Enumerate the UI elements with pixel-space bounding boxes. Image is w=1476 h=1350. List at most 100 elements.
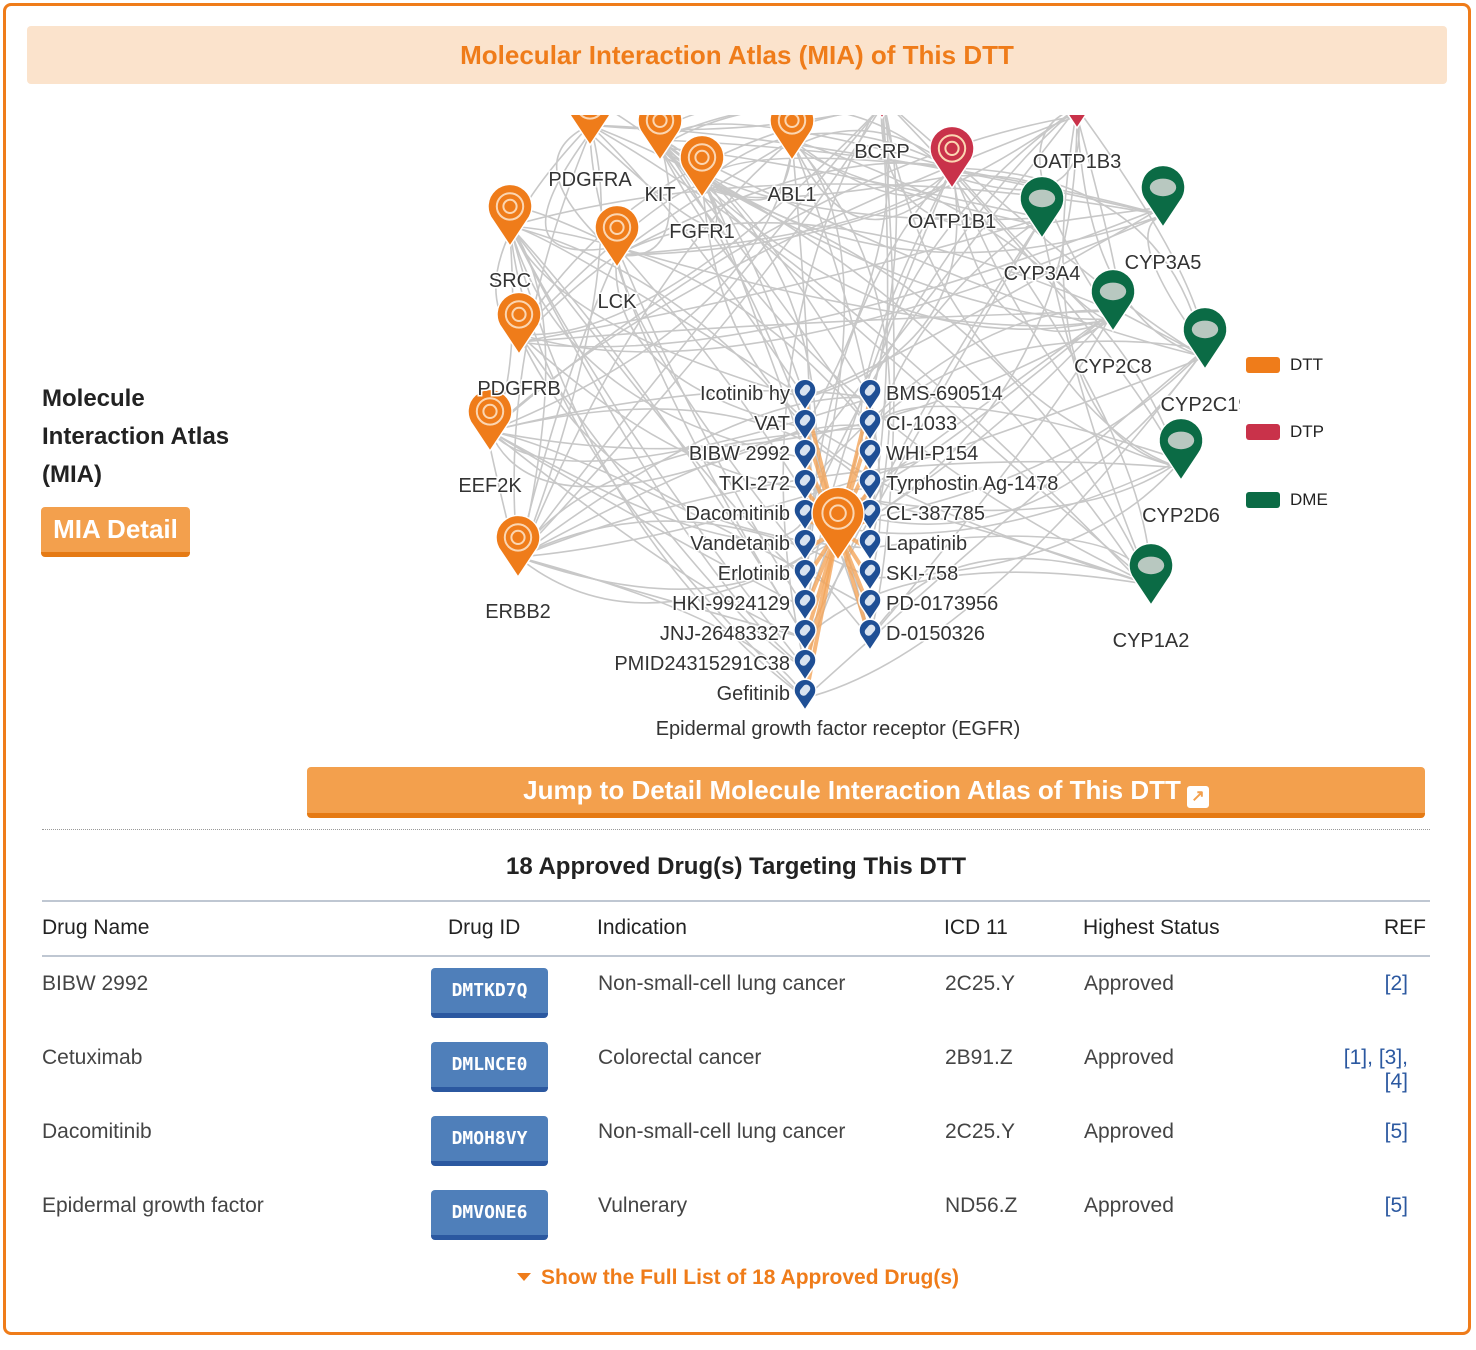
- table-row: BIBW 2992 DMTKD7Q Non-small-cell lung ca…: [42, 958, 1430, 1032]
- drug-node[interactable]: [858, 528, 882, 562]
- drug-node[interactable]: [793, 648, 817, 682]
- dtp-node-oatp1b3[interactable]: [1055, 115, 1099, 130]
- drug-node[interactable]: [793, 528, 817, 562]
- dtt-node-lck[interactable]: [594, 204, 640, 269]
- node-label: CYP1A2: [1113, 630, 1190, 652]
- drug-node[interactable]: [858, 468, 882, 502]
- legend-swatch: [1246, 357, 1280, 373]
- interaction-edge: [509, 225, 806, 699]
- dtp-node-bcrp[interactable]: [860, 115, 904, 120]
- node-label: PDGFRA: [548, 169, 632, 191]
- interaction-edge: [509, 225, 806, 459]
- drug-name: BIBW 2992: [42, 972, 149, 995]
- reference-link[interactable]: [5]: [1384, 1120, 1408, 1143]
- interaction-edge: [951, 167, 1182, 469]
- interaction-edge: [869, 115, 1078, 519]
- side-title: Molecule Interaction Atlas (MIA): [42, 380, 229, 494]
- node-label: OATP1B3: [1033, 151, 1122, 173]
- interaction-edge: [489, 147, 793, 432]
- dme-node-cyp2d6[interactable]: [1158, 417, 1204, 482]
- drug-node[interactable]: [793, 408, 817, 442]
- drug-node[interactable]: [793, 678, 817, 712]
- interaction-edge: [659, 147, 729, 237]
- dme-node-cyp3a4[interactable]: [1019, 175, 1065, 240]
- drug-node[interactable]: [858, 378, 882, 412]
- drug-node[interactable]: [793, 378, 817, 412]
- drug-node[interactable]: [793, 558, 817, 592]
- indication: Non-small-cell lung cancer: [598, 1120, 846, 1143]
- dtt-node-erbb2[interactable]: [495, 514, 541, 579]
- interaction-edge: [804, 309, 1114, 489]
- interaction-edge: [489, 115, 1078, 432]
- egfr-center-node[interactable]: [811, 486, 865, 562]
- node-label: ABL1: [768, 184, 817, 206]
- interaction-edge: [791, 139, 1182, 469]
- interaction-edge: [869, 557, 1152, 639]
- interaction-edge: [489, 427, 806, 488]
- interaction-edge: [517, 517, 871, 604]
- dme-node-cyp2c19[interactable]: [1182, 306, 1228, 371]
- interaction-edge: [518, 206, 1164, 348]
- drug-node[interactable]: [793, 618, 817, 652]
- dtt-node-src[interactable]: [487, 183, 533, 248]
- interaction-edge: [859, 167, 953, 459]
- interaction-edge: [517, 556, 806, 699]
- drug-label: JNJ-26483327: [660, 623, 790, 645]
- drug-node[interactable]: [858, 588, 882, 622]
- node-label: LCK: [598, 291, 638, 313]
- interaction-edge: [1039, 115, 1114, 320]
- interaction-edge: [517, 396, 871, 558]
- col-icd: ICD 11: [944, 916, 1008, 939]
- divider: [42, 829, 1430, 830]
- dtp-node-oatp1b1[interactable]: [929, 125, 975, 190]
- dtt-node-pdgfra[interactable]: [568, 115, 612, 147]
- interaction-edge: [869, 310, 1114, 519]
- interaction-edge: [804, 115, 1071, 519]
- drug-node[interactable]: [793, 468, 817, 502]
- drug-label: D-0150326: [886, 623, 985, 645]
- drug-id-button[interactable]: DMLNCE0: [431, 1042, 548, 1092]
- dtt-node-pdgfrb[interactable]: [496, 291, 542, 356]
- col-drug-name: Drug Name: [42, 916, 150, 939]
- drug-label: BIBW 2992: [689, 443, 790, 465]
- drug-label: Dacomitinib: [686, 503, 790, 525]
- interaction-edge: [869, 340, 1206, 429]
- interaction-edge: [518, 115, 875, 336]
- dme-node-cyp1a2[interactable]: [1128, 542, 1174, 607]
- mia-detail-button[interactable]: MIA Detail: [41, 507, 190, 557]
- drug-node[interactable]: [858, 438, 882, 472]
- reference-link[interactable]: [2]: [1384, 972, 1408, 995]
- dme-node-cyp2c8[interactable]: [1090, 268, 1136, 333]
- show-full-list-label: Show the Full List of 18 Approved Drug(s…: [540, 1266, 960, 1289]
- table-row: Epidermal growth factor DMVONE6 Vulnerar…: [42, 1180, 1430, 1254]
- drug-id-button[interactable]: DMTKD7Q: [431, 968, 548, 1018]
- drug-node[interactable]: [858, 408, 882, 442]
- interaction-edge: [804, 348, 1206, 699]
- drug-node[interactable]: [858, 618, 882, 652]
- reference-link[interactable]: [5]: [1384, 1194, 1408, 1217]
- drug-label: Tyrphostin Ag-1478: [886, 473, 1058, 495]
- interaction-edge: [517, 115, 878, 558]
- node-label: CYP2C19: [1161, 394, 1240, 416]
- reference-link[interactable]: [1], [3], [4]: [1343, 1046, 1408, 1093]
- network-graph[interactable]: KITPDGFRAABL1FGFR1SRCLCKPDGFRBEEF2KERBB2…: [430, 115, 1240, 745]
- drug-id-button[interactable]: DMVONE6: [431, 1190, 548, 1240]
- drug-id-button[interactable]: DMOH8VY: [431, 1116, 548, 1166]
- dtt-node-kit[interactable]: [637, 115, 683, 162]
- show-full-list-link[interactable]: Show the Full List of 18 Approved Drug(s…: [0, 1266, 1476, 1290]
- dtt-node-eef2k[interactable]: [467, 388, 513, 453]
- jump-to-detail-button[interactable]: Jump to Detail Molecule Interaction Atla…: [307, 767, 1425, 818]
- interaction-edge: [884, 115, 1182, 469]
- drug-label: CL-387785: [886, 503, 985, 525]
- dtt-node-fgfr1[interactable]: [679, 134, 725, 199]
- dme-node-cyp3a5[interactable]: [1140, 164, 1186, 229]
- dtt-node-abl1[interactable]: [769, 115, 815, 162]
- drug-node[interactable]: [858, 558, 882, 592]
- interaction-edge: [616, 167, 953, 256]
- interaction-edge: [659, 139, 1164, 216]
- legend-label: DME: [1290, 490, 1328, 509]
- indication: Vulnerary: [598, 1194, 688, 1217]
- center-node-label: Epidermal growth factor receptor (EGFR): [656, 718, 1021, 740]
- drug-node[interactable]: [793, 438, 817, 472]
- drug-node[interactable]: [793, 588, 817, 622]
